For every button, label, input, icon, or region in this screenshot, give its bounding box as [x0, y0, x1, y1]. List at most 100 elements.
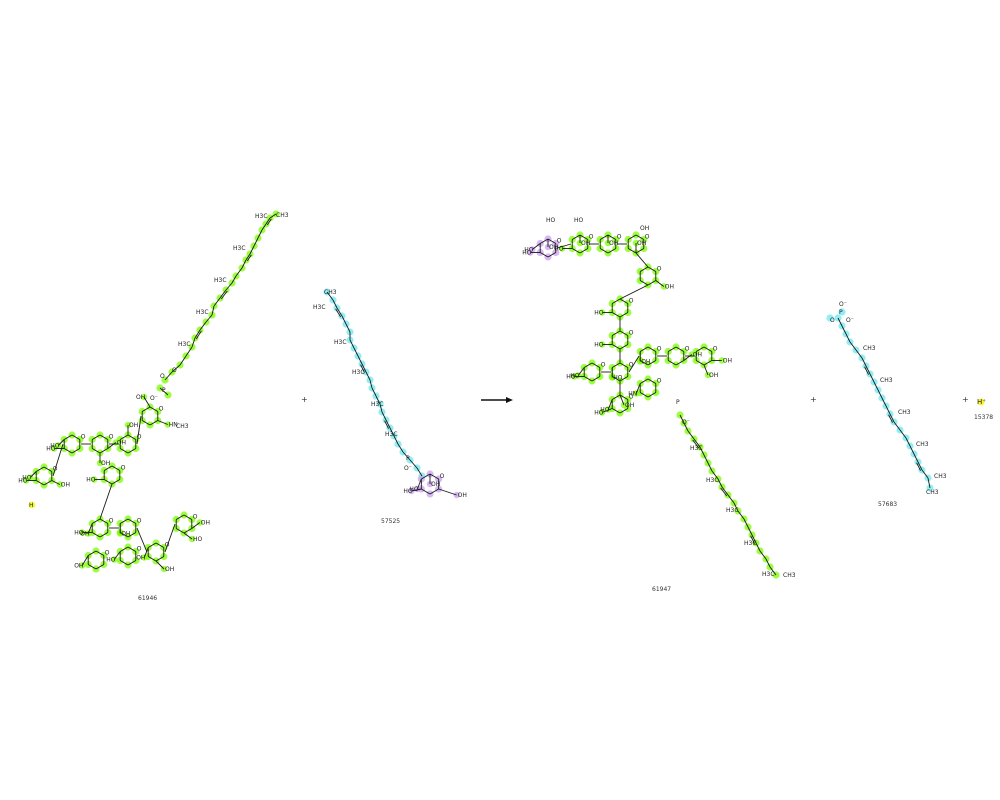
- bond: [687, 430, 695, 440]
- atom-label: OH: [121, 531, 130, 538]
- atom-highlight: [408, 487, 415, 495]
- bond: [87, 564, 97, 570]
- atom-label: O: [440, 473, 445, 480]
- bond: [127, 560, 137, 566]
- bond: [63, 448, 73, 454]
- atom-label: O: [657, 266, 662, 273]
- atom-label: CH3: [324, 289, 337, 296]
- bond: [539, 252, 549, 258]
- bond: [99, 434, 109, 440]
- atom-label: OH: [665, 284, 674, 291]
- bond: [703, 360, 713, 366]
- bond: [703, 364, 709, 376]
- bond: [635, 234, 645, 240]
- bond: [357, 355, 363, 365]
- atom-label: HO: [566, 374, 576, 381]
- bond: [52, 443, 64, 477]
- atom-label: O: [121, 465, 126, 472]
- atom-label: H3C: [178, 341, 191, 348]
- bond: [253, 237, 259, 247]
- atom-label: HO: [600, 407, 610, 414]
- bond: [35, 466, 45, 472]
- bond: [579, 248, 589, 254]
- atom-label: O: [159, 406, 164, 413]
- bond: [693, 438, 701, 448]
- bond: [119, 448, 129, 454]
- bond: [393, 435, 399, 445]
- atom-label: H3C: [313, 304, 326, 311]
- bond: [611, 408, 621, 414]
- bond: [371, 387, 377, 397]
- bond: [103, 465, 113, 471]
- bond: [51, 480, 60, 485]
- bond: [628, 355, 640, 373]
- atom-label: HO: [193, 536, 203, 543]
- bond: [43, 480, 53, 486]
- bond: [905, 437, 911, 447]
- molecule-id-57683: 57683: [878, 501, 897, 508]
- bond: [361, 363, 367, 373]
- bond: [119, 518, 129, 524]
- atom-label: P: [839, 309, 843, 316]
- atom-label: O⁻: [150, 395, 158, 402]
- bond: [421, 473, 431, 480]
- atom-label: O: [645, 234, 650, 241]
- double-bond: [266, 218, 272, 226]
- reaction-arrow: [481, 397, 513, 403]
- bond: [747, 526, 753, 536]
- bond: [194, 329, 201, 339]
- atom-label: OH: [709, 372, 718, 379]
- bond: [411, 488, 422, 492]
- atom-label: CH3: [176, 423, 189, 430]
- bond: [647, 280, 657, 286]
- bond: [711, 470, 719, 480]
- bond: [141, 420, 151, 426]
- bond: [607, 399, 613, 410]
- bond: [921, 469, 929, 479]
- atom-label: H3C: [726, 507, 739, 514]
- bond: [402, 451, 411, 461]
- atom-label: O: [557, 238, 562, 245]
- atom-label: H3C: [196, 309, 209, 316]
- bond: [865, 365, 871, 375]
- bond: [675, 346, 685, 352]
- bond-layer: [26, 213, 931, 576]
- atom-label: OH: [201, 520, 210, 527]
- bond: [99, 518, 109, 524]
- atom-highlight: [414, 485, 421, 493]
- bond: [635, 383, 641, 394]
- bond: [675, 360, 685, 366]
- atom-label: OH: [136, 555, 145, 562]
- bond: [389, 427, 395, 437]
- plus-sign-3: +: [962, 395, 969, 404]
- bond: [619, 298, 629, 304]
- bond: [837, 317, 843, 327]
- atom-label: OH: [693, 352, 702, 359]
- plus-sign-1: +: [301, 395, 308, 404]
- bond: [95, 550, 105, 556]
- bond: [257, 229, 263, 239]
- atom-label: HO: [50, 443, 60, 450]
- bond: [91, 434, 101, 440]
- bond: [547, 252, 557, 258]
- bond: [591, 376, 601, 382]
- bond: [183, 528, 193, 534]
- bond: [245, 253, 251, 261]
- atom-label: CH3: [783, 572, 796, 579]
- atom-label: OH: [458, 492, 467, 499]
- atom-label: OH: [101, 460, 110, 467]
- atom-label: OH: [129, 422, 138, 429]
- atom-label: O: [685, 346, 690, 353]
- atom-label: O: [629, 394, 634, 401]
- atom-label: O: [601, 362, 606, 369]
- bond: [607, 248, 617, 254]
- atom-label: O: [629, 330, 634, 337]
- atom-label: O: [109, 518, 114, 525]
- bond: [639, 360, 649, 366]
- atom-label: HO: [86, 477, 96, 484]
- bond: [579, 234, 589, 240]
- bond: [111, 465, 121, 471]
- bond: [175, 528, 185, 534]
- bond: [365, 371, 371, 381]
